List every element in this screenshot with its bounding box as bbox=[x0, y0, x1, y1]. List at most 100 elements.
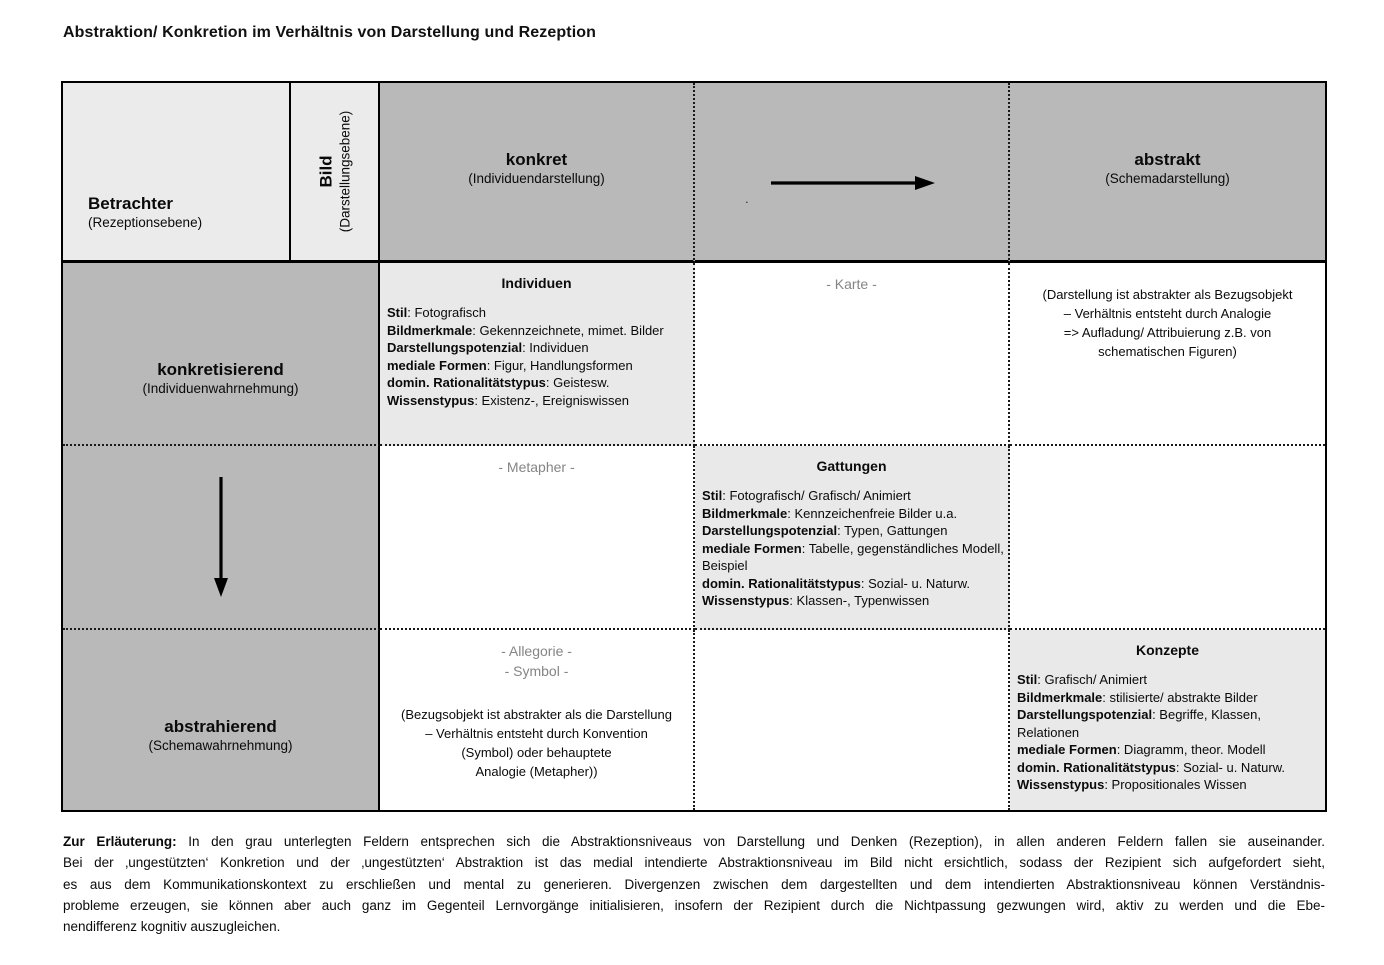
bild-title: Bild bbox=[316, 155, 336, 188]
attribute-line: Stil: Grafisch/ Animiert bbox=[1017, 671, 1323, 689]
note-line: schematischen Figuren) bbox=[1098, 344, 1237, 359]
cell-abstraction-note: (Darstellung ist abstrakter als Bezugsob… bbox=[1010, 263, 1325, 446]
attr-label: Stil bbox=[1017, 672, 1038, 687]
cell-allegorie-symbol: - Allegorie - - Symbol - (Bezugsobjekt i… bbox=[380, 630, 695, 810]
note-line: (Symbol) oder behauptete bbox=[461, 745, 612, 760]
attr-label: Wissenstypus bbox=[387, 392, 475, 408]
header-cell-transition: . bbox=[695, 83, 1010, 263]
explanation-lead: Zur Erläuterung: bbox=[63, 834, 177, 849]
attr-value: : Klassen-, Typenwissen bbox=[789, 593, 930, 608]
cell-individuen: Individuen Stil: Fotografisch Bildmerkma… bbox=[380, 263, 695, 446]
attr-value: : Sozial- u. Naturw. bbox=[1175, 759, 1286, 775]
header-cell-bild: Bild (Darstellungsebene) bbox=[291, 83, 380, 263]
cell-empty-right bbox=[1010, 446, 1325, 630]
attr-label: domin. Rationalitätstypus bbox=[1017, 759, 1176, 775]
cell-empty-mid bbox=[695, 630, 1010, 810]
attr-label: mediale Formen bbox=[702, 540, 802, 556]
abstrakt-subtitle: (Schemadarstellung) bbox=[1105, 171, 1230, 186]
attr-label: Darstellungspotenzial bbox=[702, 523, 838, 538]
attribute-line: Bildmerkmale: stilisierte/ abstrakte Bil… bbox=[1017, 689, 1323, 707]
attr-value: : Gekennzeichnete, mimet. Bilder bbox=[472, 322, 664, 338]
attr-value: : Diagramm, theor. Modell bbox=[1116, 742, 1266, 757]
attribute-line: domin. Rationalitätstypus: Geistesw. bbox=[387, 374, 691, 392]
explanation-line: Bei der ‚ungestützten‘ Konkretion und de… bbox=[63, 855, 1325, 871]
explanation-text: In den grau unterlegten Feldern entsprec… bbox=[176, 834, 1325, 849]
attr-value: : Fotografisch/ Grafisch/ Animiert bbox=[722, 488, 911, 503]
attribute-line: Bildmerkmale: Kennzeichenfreie Bilder u.… bbox=[702, 505, 1006, 523]
attribute-line: Bildmerkmale: Gekennzeichnete, mimet. Bi… bbox=[387, 322, 691, 340]
attr-value: : Sozial- u. Naturw. bbox=[860, 575, 971, 591]
cell-metapher: - Metapher - bbox=[380, 446, 695, 630]
note-line: Analogie (Metapher)) bbox=[475, 764, 598, 779]
attr-label: mediale Formen bbox=[387, 357, 487, 373]
konvention-note-text: (Bezugsobjekt ist abstrakter als die Dar… bbox=[380, 705, 693, 781]
metapher-label: - Metapher - bbox=[498, 459, 575, 475]
row-label-abstrahierend: abstrahierend (Schemawahrnehmung) bbox=[63, 630, 380, 810]
attr-value: : Propositionales Wissen bbox=[1104, 777, 1247, 792]
attr-value: : Existenz-, Ereigniswissen bbox=[474, 392, 629, 408]
note-line: – Verhältnis entsteht durch Konvention bbox=[425, 726, 648, 741]
attr-label: Stil bbox=[702, 488, 723, 503]
attr-label: Wissenstypus bbox=[1017, 777, 1105, 792]
bild-subtitle: (Darstellungsebene) bbox=[337, 110, 353, 233]
bild-vertical-label: Bild (Darstellungsebene) bbox=[315, 111, 354, 233]
betrachter-subtitle: (Rezeptionsebene) bbox=[88, 215, 203, 230]
attribute-line: Wissenstypus: Existenz-, Ereigniswissen bbox=[387, 392, 691, 410]
attribute-line: Stil: Fotografisch bbox=[387, 304, 691, 322]
note-line: (Darstellung ist abstrakter als Bezugsob… bbox=[1042, 287, 1293, 302]
page-title: Abstraktion/ Konkretion im Verhältnis vo… bbox=[63, 24, 596, 41]
attr-value: : Begriffe, Klassen, Relationen bbox=[1017, 707, 1261, 740]
abstraction-matrix-table: Betrachter (Rezeptionsebene) Bild (Darst… bbox=[61, 81, 1327, 812]
konkret-title: konkret bbox=[505, 150, 568, 169]
attribute-line: Wissenstypus: Klassen-, Typenwissen bbox=[702, 592, 1006, 610]
attribute-line: domin. Rationalitätstypus: Sozial- u. Na… bbox=[702, 575, 1006, 593]
explanation-line: Zur Erläuterung: In den grau unterlegten… bbox=[63, 831, 1325, 852]
explanation-line: probleme erzeugen, sie können aber auch … bbox=[63, 897, 1325, 913]
row-label-arrow bbox=[63, 446, 380, 630]
attr-value: : Typen, Gattungen bbox=[837, 523, 948, 538]
explanation-line: es aus dem Kommunikationskontext zu ersc… bbox=[63, 876, 1325, 892]
abstrahierend-title: abstrahierend bbox=[164, 717, 277, 736]
note-line: – Verhältnis entsteht durch Analogie bbox=[1063, 306, 1272, 321]
attr-value: : stilisierte/ abstrakte Bilder bbox=[1102, 689, 1258, 705]
explanation-line: nendifferenz kognitiv auszugleichen. bbox=[63, 919, 281, 935]
abstrahierend-subtitle: (Schemawahrnehmung) bbox=[148, 738, 293, 753]
konkret-subtitle: (Individuendarstellung) bbox=[468, 171, 605, 186]
attr-value: : Geistesw. bbox=[545, 375, 610, 390]
attr-label: domin. Rationalitätstypus bbox=[387, 375, 546, 390]
arrow-right-icon bbox=[771, 176, 935, 190]
gattungen-attributes: Stil: Fotografisch/ Grafisch/ Animiert B… bbox=[695, 474, 1008, 610]
konkretisierend-subtitle: (Individuenwahrnehmung) bbox=[142, 381, 299, 396]
attribute-line: mediale Formen: Tabelle, gegenständliche… bbox=[702, 540, 1006, 575]
attr-value: : Figur, Handlungsformen bbox=[486, 357, 633, 373]
konzepte-attributes: Stil: Grafisch/ Animiert Bildmerkmale: s… bbox=[1010, 658, 1325, 794]
arrow-down-icon bbox=[213, 477, 228, 597]
individuen-attributes: Stil: Fotografisch Bildmerkmale: Gekennz… bbox=[380, 291, 693, 409]
attr-label: Wissenstypus bbox=[702, 593, 790, 608]
cell-gattungen: Gattungen Stil: Fotografisch/ Grafisch/ … bbox=[695, 446, 1010, 630]
explanation-paragraph: Zur Erläuterung: In den grau unterlegten… bbox=[63, 831, 1325, 937]
attribute-line: Darstellungspotenzial: Individuen bbox=[387, 339, 691, 357]
attr-value: : Grafisch/ Animiert bbox=[1037, 672, 1148, 687]
betrachter-title: Betrachter bbox=[88, 194, 174, 213]
attr-value: : Fotografisch bbox=[407, 305, 486, 320]
row-label-konkretisierend: konkretisierend (Individuenwahrnehmung) bbox=[63, 263, 380, 446]
header-cell-konkret: konkret (Individuendarstellung) bbox=[380, 83, 695, 263]
individuen-title: Individuen bbox=[501, 275, 572, 291]
attribute-line: Stil: Fotografisch/ Grafisch/ Animiert bbox=[702, 487, 1006, 505]
attribute-line: domin. Rationalitätstypus: Sozial- u. Na… bbox=[1017, 759, 1323, 777]
stray-dot-mark: . bbox=[745, 191, 749, 206]
header-cell-abstrakt: abstrakt (Schemadarstellung) bbox=[1010, 83, 1325, 263]
attr-label: Darstellungspotenzial bbox=[387, 340, 523, 355]
attr-label: Bildmerkmale bbox=[1017, 689, 1103, 705]
karte-label: - Karte - bbox=[826, 276, 877, 292]
attr-label: mediale Formen bbox=[1017, 742, 1117, 757]
attr-value: : Tabelle, gegenständliches Modell, Beis… bbox=[702, 540, 1004, 574]
konzepte-title: Konzepte bbox=[1136, 642, 1199, 658]
attribute-line: Darstellungspotenzial: Begriffe, Klassen… bbox=[1017, 706, 1323, 741]
attr-label: Bildmerkmale bbox=[702, 505, 788, 521]
note-line: (Bezugsobjekt ist abstrakter als die Dar… bbox=[401, 707, 672, 722]
attribute-line: mediale Formen: Figur, Handlungsformen bbox=[387, 357, 691, 375]
symbol-label: - Symbol - bbox=[504, 663, 569, 679]
note-line: => Aufladung/ Attribuierung z.B. von bbox=[1063, 325, 1272, 340]
